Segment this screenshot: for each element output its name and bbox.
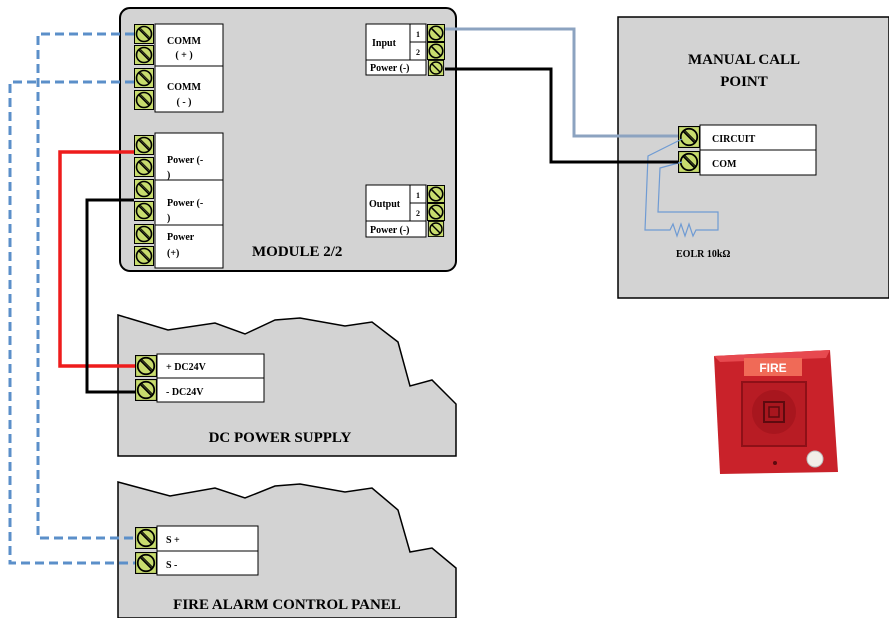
module-block: COMM ( + ) COMM ( - ) Power (- ) Power (… bbox=[119, 7, 457, 272]
dc-minus-label: - DC24V bbox=[166, 387, 204, 398]
fire-call-point-device: FIRE bbox=[714, 350, 838, 474]
wire-input-circuit bbox=[445, 27, 678, 138]
power-supply-block: + DC24V - DC24V DC POWER SUPPLY bbox=[117, 313, 457, 457]
control-panel-block: S + S - FIRE ALARM CONTROL PANEL bbox=[117, 481, 457, 618]
terminal-power-2 bbox=[134, 157, 154, 177]
call-point-title-1: MANUAL CALL bbox=[688, 52, 800, 68]
wire-power-minus bbox=[85, 198, 135, 394]
power-supply-title: DC POWER SUPPLY bbox=[209, 430, 352, 446]
comm-plus-sign: ( + ) bbox=[175, 50, 192, 61]
terminal-s-plus bbox=[135, 527, 157, 549]
com-label: COM bbox=[712, 159, 737, 170]
terminal-dc-plus bbox=[135, 355, 157, 377]
input-power-box bbox=[365, 59, 427, 76]
fire-label-plate bbox=[744, 358, 802, 376]
wire-power-com bbox=[445, 67, 678, 164]
eolr-label: EOLR 10kΩ bbox=[676, 249, 730, 260]
s-minus-label: S - bbox=[166, 560, 177, 571]
power-minus-2-label-2: ) bbox=[167, 213, 170, 224]
module-title: MODULE 2/2 bbox=[252, 244, 342, 260]
s-plus-label: S + bbox=[166, 535, 180, 546]
power-plus-box bbox=[154, 224, 224, 269]
power-plus-label: Power bbox=[167, 232, 195, 243]
terminal-output-power bbox=[427, 221, 445, 237]
terminal-comm-plus-2 bbox=[134, 45, 154, 65]
power-minus-2-label: Power (- bbox=[167, 198, 203, 209]
power-minus-1-label: Power (- bbox=[167, 155, 203, 166]
comm-plus-label: COMM bbox=[167, 36, 201, 47]
comm-plus-label-box bbox=[154, 23, 224, 67]
wires bbox=[8, 27, 678, 565]
input-pin1-label: 1 bbox=[416, 30, 420, 39]
terminal-power-6 bbox=[134, 246, 154, 266]
device-test-key bbox=[806, 450, 824, 468]
power-minus-1-label-2: ) bbox=[167, 170, 170, 181]
terminal-output-1 bbox=[427, 185, 445, 203]
terminal-power-3 bbox=[134, 179, 154, 199]
wire-comm-minus bbox=[8, 80, 135, 565]
wire-comm-plus bbox=[36, 32, 135, 540]
input-pin2-label: 2 bbox=[416, 48, 420, 57]
eolr-resistor bbox=[644, 138, 719, 238]
power-plus-label-2: (+) bbox=[167, 248, 179, 259]
output-power-label: Power (-) bbox=[370, 225, 410, 236]
terminal-output-2 bbox=[427, 203, 445, 221]
circuit-label: CIRCUIT bbox=[712, 134, 756, 145]
output-pin2-label: 2 bbox=[416, 209, 420, 218]
terminal-input-2 bbox=[427, 42, 445, 60]
terminal-input-power bbox=[427, 60, 445, 76]
comm-minus-sign: ( - ) bbox=[177, 97, 192, 108]
input-power-label: Power (-) bbox=[370, 63, 410, 74]
comm-minus-label-box bbox=[154, 65, 224, 113]
terminal-dc-minus bbox=[135, 379, 157, 401]
terminal-power-4 bbox=[134, 201, 154, 221]
terminal-comm-minus-2 bbox=[134, 90, 154, 110]
output-label: Output bbox=[369, 199, 401, 210]
terminal-s-minus bbox=[135, 552, 157, 574]
terminal-comm-plus-1 bbox=[134, 24, 154, 44]
terminal-input-1 bbox=[427, 24, 445, 42]
output-label-box bbox=[365, 184, 411, 222]
control-panel-body bbox=[117, 481, 457, 618]
terminal-power-1 bbox=[134, 135, 154, 155]
device-fire-text: FIRE bbox=[759, 361, 786, 375]
comm-minus-label: COMM bbox=[167, 82, 201, 93]
power-supply-body bbox=[117, 313, 457, 457]
power-minus-1-box bbox=[154, 132, 224, 181]
call-point-title-2: POINT bbox=[720, 74, 768, 90]
call-point-block: MANUAL CALL POINT CIRCUIT COM EOLR 10kΩ bbox=[617, 16, 889, 299]
terminal-power-5 bbox=[134, 224, 154, 244]
wire-power-plus bbox=[58, 150, 135, 368]
terminal-circuit bbox=[678, 126, 700, 148]
input-label: Input bbox=[372, 38, 397, 49]
control-panel-title: FIRE ALARM CONTROL PANEL bbox=[173, 597, 401, 613]
terminal-comm-minus-1 bbox=[134, 68, 154, 88]
output-pin1-label: 1 bbox=[416, 191, 420, 200]
output-power-box bbox=[365, 220, 427, 238]
dc-plus-label: + DC24V bbox=[166, 362, 207, 373]
